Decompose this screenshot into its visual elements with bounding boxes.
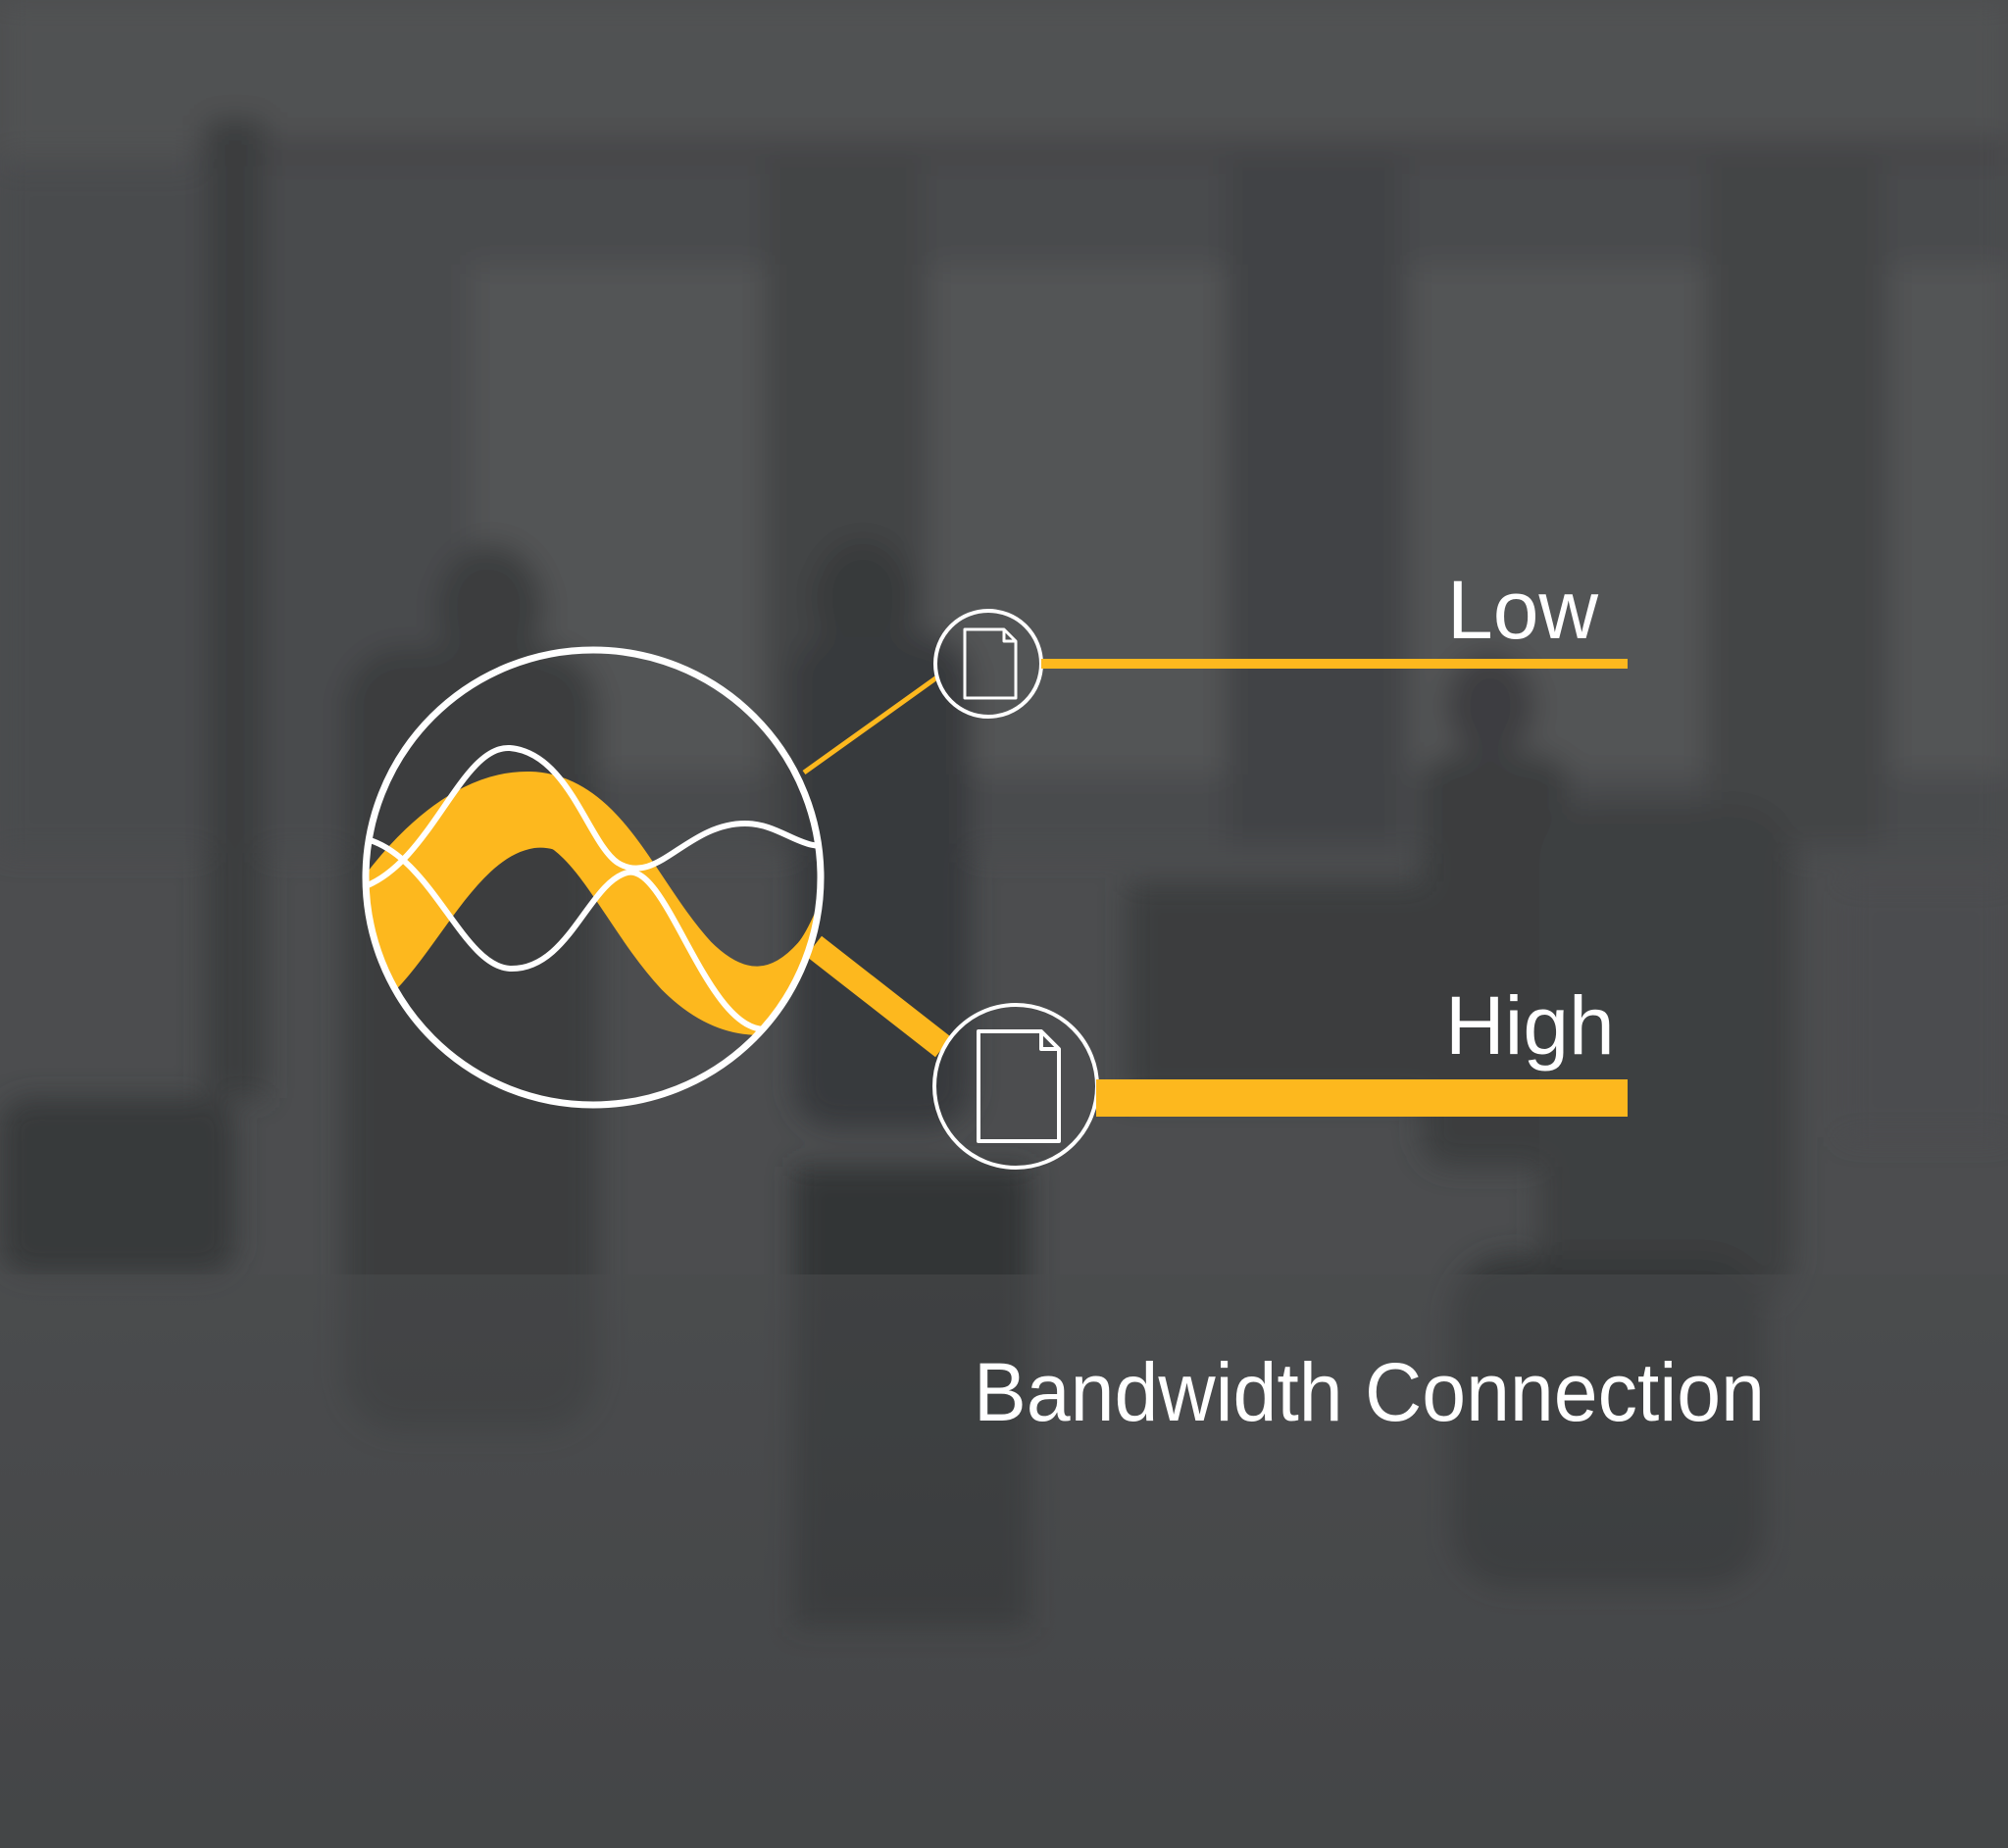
low-connector-line [802,674,940,775]
low-icon-ring [933,609,1043,719]
low-label: Low [1447,564,1599,656]
high-icon-ring [932,1003,1099,1170]
document-icon [977,1029,1061,1143]
document-icon [963,627,1018,700]
high-label: High [1445,979,1615,1072]
high-bandwidth-row [932,1003,1628,1170]
diagram-title: Bandwidth Connection [974,1346,1765,1438]
high-connector-line [806,935,951,1058]
signal-wave-icon [362,646,825,1109]
low-bandwidth-bar [1041,659,1628,669]
low-bandwidth-row [933,609,1628,719]
high-bandwidth-bar [1096,1079,1628,1117]
